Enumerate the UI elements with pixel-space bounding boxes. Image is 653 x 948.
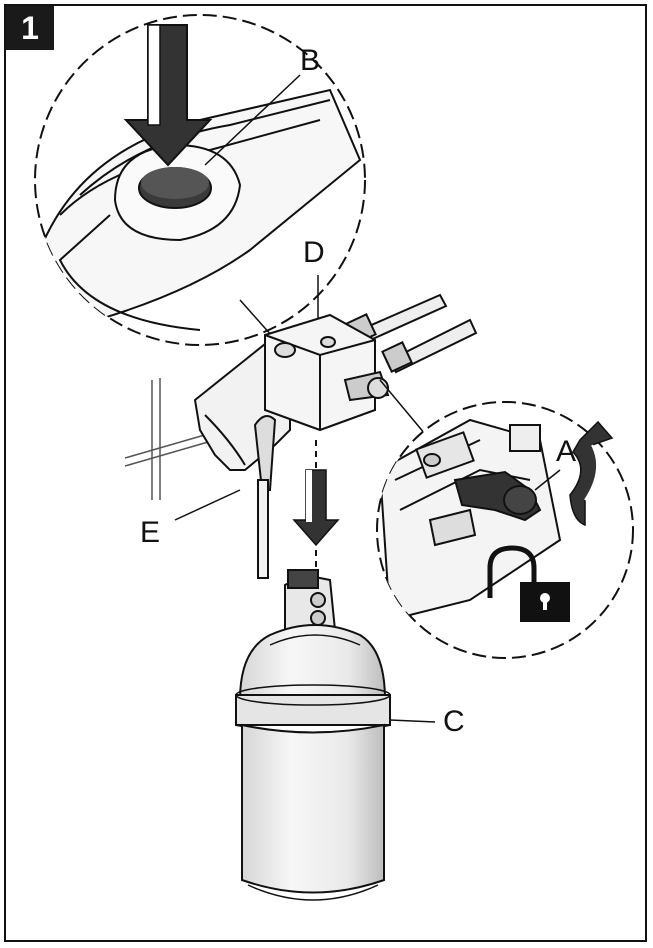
- curved-arrow-icon: [569, 420, 614, 527]
- leader-line-a: [534, 469, 561, 491]
- zoom-detail-button: [34, 14, 366, 346]
- filter-head: [193, 293, 478, 491]
- label-c: C: [443, 705, 465, 738]
- label-d: D: [303, 236, 325, 269]
- step-number-badge: 1: [6, 6, 54, 50]
- filter-cartridge: [235, 569, 436, 901]
- label-e: E: [140, 516, 161, 549]
- down-arrow-icon: [123, 24, 213, 167]
- open-padlock-icon: [487, 545, 570, 622]
- label-b: B: [300, 44, 321, 77]
- label-a: A: [556, 435, 577, 468]
- wall-lines: [124, 378, 216, 500]
- dashed-down-arrow-icon: [292, 469, 340, 547]
- leader-line-c: [389, 719, 436, 723]
- bracket-rod: [174, 479, 269, 579]
- leader-line-b: [204, 74, 301, 166]
